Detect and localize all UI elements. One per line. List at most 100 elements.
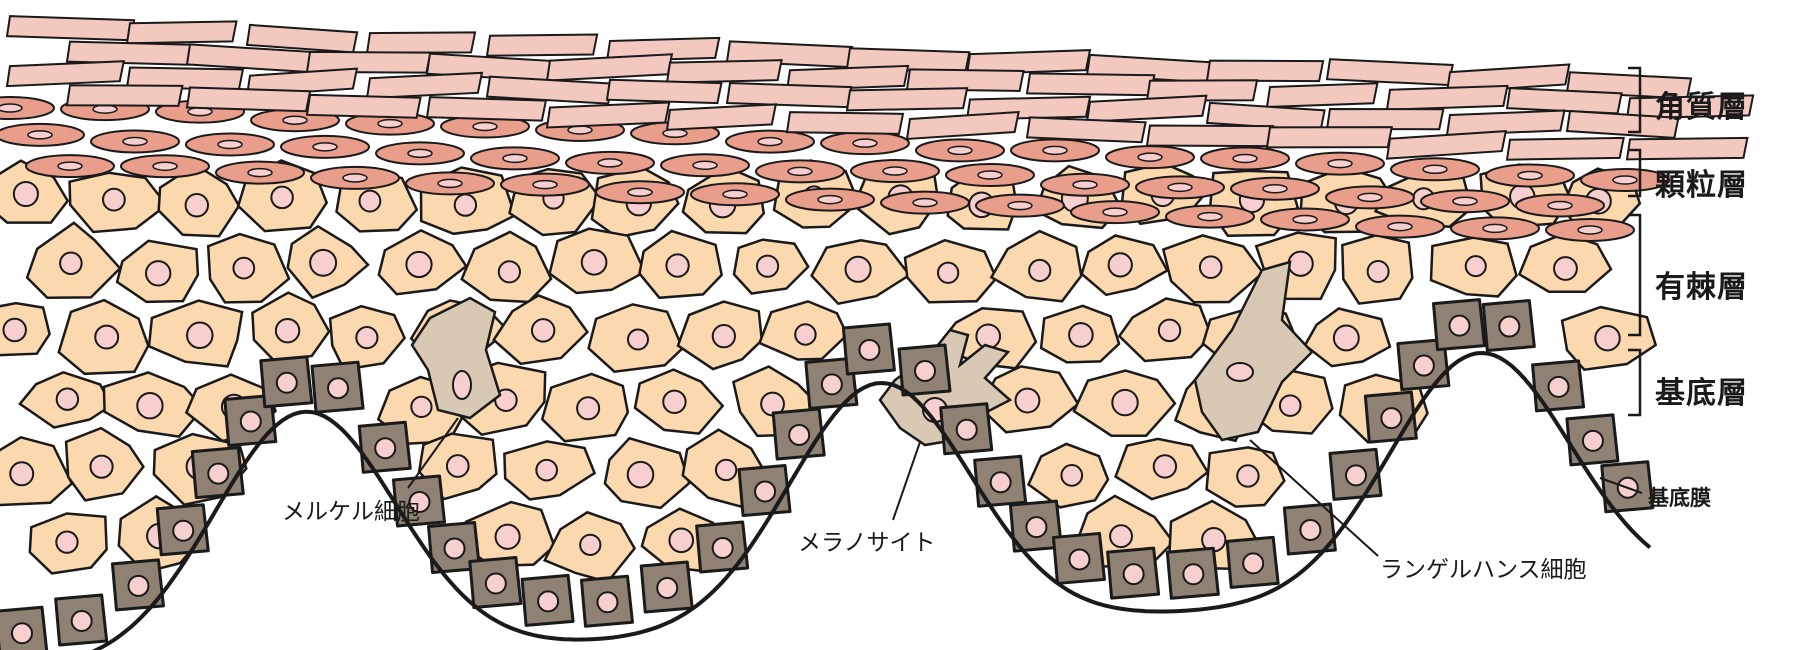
spinous-cell-nucleus bbox=[496, 525, 520, 549]
basal-cell-nucleus bbox=[957, 420, 977, 440]
corneocyte bbox=[307, 52, 430, 73]
spinous-cell-nucleus bbox=[1466, 256, 1486, 276]
basal-cell-nucleus bbox=[173, 521, 193, 541]
spinous-cell-nucleus bbox=[536, 460, 557, 481]
granular-cell-nucleus bbox=[1103, 208, 1127, 216]
spinous-cell-nucleus bbox=[233, 258, 254, 279]
spinous-cell-nucleus bbox=[846, 257, 871, 282]
spinous-cell-nucleus bbox=[10, 462, 33, 485]
granular-cell-nucleus bbox=[28, 131, 52, 139]
spinous-cell-nucleus bbox=[1061, 465, 1082, 486]
spinous-cell-nucleus bbox=[713, 325, 735, 347]
corneocyte bbox=[187, 87, 310, 111]
spinous-cell-nucleus bbox=[447, 455, 469, 477]
basal-cell-nucleus bbox=[1183, 564, 1203, 584]
basal-cell-nucleus bbox=[241, 412, 261, 432]
spinous-cell-nucleus bbox=[1029, 260, 1050, 281]
spinous-cell-nucleus bbox=[1289, 252, 1313, 276]
basal-cell-nucleus bbox=[1499, 317, 1519, 337]
spinous-cell-nucleus bbox=[146, 261, 170, 285]
callout-basement-membrane: 基底膜 bbox=[1648, 482, 1711, 512]
basal-cell-nucleus bbox=[597, 592, 617, 612]
corneocyte bbox=[1147, 125, 1273, 146]
basal-cell-nucleus bbox=[208, 464, 228, 484]
basal-cell-nucleus bbox=[445, 538, 465, 558]
corneocyte bbox=[1627, 138, 1747, 159]
langerhans-cell-nucleus bbox=[1227, 363, 1253, 381]
basal-cell-nucleus bbox=[1381, 408, 1401, 428]
basal-cell-nucleus bbox=[755, 482, 775, 502]
granular-cell-nucleus bbox=[818, 196, 842, 204]
granular-cell-nucleus bbox=[438, 179, 462, 187]
granular-cell-nucleus bbox=[1483, 224, 1507, 232]
corneocyte bbox=[7, 61, 124, 86]
spinous-cell-nucleus bbox=[310, 250, 336, 276]
spinous-cell-nucleus bbox=[95, 326, 118, 349]
corneocyte bbox=[727, 83, 851, 107]
spinous-cell-nucleus bbox=[1554, 257, 1577, 280]
corneocyte bbox=[1027, 73, 1154, 95]
layer-label-stratum-granulosum: 顆粒層 bbox=[1655, 160, 1748, 204]
spinous-cell-nucleus bbox=[795, 324, 815, 344]
spinous-cell-nucleus bbox=[56, 531, 77, 552]
basal-cell-nucleus bbox=[328, 378, 348, 398]
spinous-cell-nucleus bbox=[976, 324, 1000, 348]
corneocyte bbox=[427, 97, 546, 120]
corneocyte bbox=[127, 21, 236, 43]
granular-cell-nucleus bbox=[1008, 202, 1032, 210]
basal-cell-nucleus bbox=[1583, 431, 1603, 451]
granular-cell-nucleus bbox=[1328, 160, 1352, 168]
basal-cell-nucleus bbox=[1124, 564, 1144, 584]
basal-cell-nucleus bbox=[538, 591, 558, 611]
granular-cell-nucleus bbox=[1233, 155, 1257, 163]
basal-cell-nucleus bbox=[375, 438, 395, 458]
spinous-cell-nucleus bbox=[271, 187, 293, 209]
granular-cell-nucleus bbox=[1518, 171, 1542, 179]
basal-cell-nucleus bbox=[1243, 553, 1263, 573]
corneocyte bbox=[1507, 88, 1622, 113]
granular-cell-nucleus bbox=[473, 123, 497, 131]
granular-cell-nucleus bbox=[788, 167, 812, 175]
corneocyte bbox=[547, 54, 672, 80]
spinous-cell-nucleus bbox=[716, 460, 736, 480]
spinous-cell-nucleus bbox=[359, 191, 380, 212]
granular-cell-nucleus bbox=[1168, 183, 1192, 191]
layer-label-stratum-spinosum: 有棘層 bbox=[1655, 262, 1748, 306]
granular-cell-nucleus bbox=[1548, 201, 1572, 209]
spinous-cell-nucleus bbox=[628, 462, 654, 488]
corneocyte bbox=[907, 112, 1019, 139]
spinous-cell-nucleus bbox=[499, 261, 520, 282]
spinous-cell-nucleus bbox=[1368, 261, 1389, 282]
granular-cell-nucleus bbox=[853, 139, 877, 147]
layer-label-stratum-basale: 基底層 bbox=[1655, 368, 1748, 412]
callout-melanocyte: メラノサイト bbox=[798, 523, 936, 557]
basal-cell-nucleus bbox=[12, 623, 32, 643]
basal-cell-nucleus bbox=[822, 374, 842, 394]
granular-cell-nucleus bbox=[248, 169, 272, 177]
granular-cell-nucleus bbox=[1358, 193, 1382, 201]
corneocyte bbox=[1387, 131, 1506, 159]
corneocyte bbox=[547, 102, 669, 127]
corneocyte bbox=[67, 85, 182, 106]
spinous-cell-nucleus bbox=[1016, 389, 1040, 413]
corneocyte bbox=[367, 32, 475, 53]
spinous-cell-nucleus bbox=[577, 397, 599, 419]
granular-cell-nucleus bbox=[1388, 223, 1412, 231]
corneocyte bbox=[1387, 86, 1507, 110]
spinous-cell-nucleus bbox=[276, 319, 299, 342]
spinous-cell-nucleus bbox=[1595, 326, 1619, 350]
callout-merkel-cell: メルケル細胞 bbox=[282, 492, 420, 526]
corneocyte bbox=[1267, 83, 1377, 107]
granular-cell-nucleus bbox=[1043, 146, 1067, 154]
granular-cell-nucleus bbox=[503, 154, 527, 162]
granular-cell-nucleus bbox=[283, 116, 307, 124]
basal-cell-nucleus bbox=[859, 340, 879, 360]
granular-cell-nucleus bbox=[978, 171, 1002, 179]
granular-cell-nucleus bbox=[218, 140, 242, 148]
granular-cell-nucleus bbox=[1263, 185, 1287, 193]
spinous-cell-nucleus bbox=[669, 528, 693, 552]
spinous-cell-nucleus bbox=[1334, 325, 1359, 350]
spinous-cell-nucleus bbox=[1154, 455, 1176, 477]
basal-cell-nucleus bbox=[1449, 316, 1469, 336]
